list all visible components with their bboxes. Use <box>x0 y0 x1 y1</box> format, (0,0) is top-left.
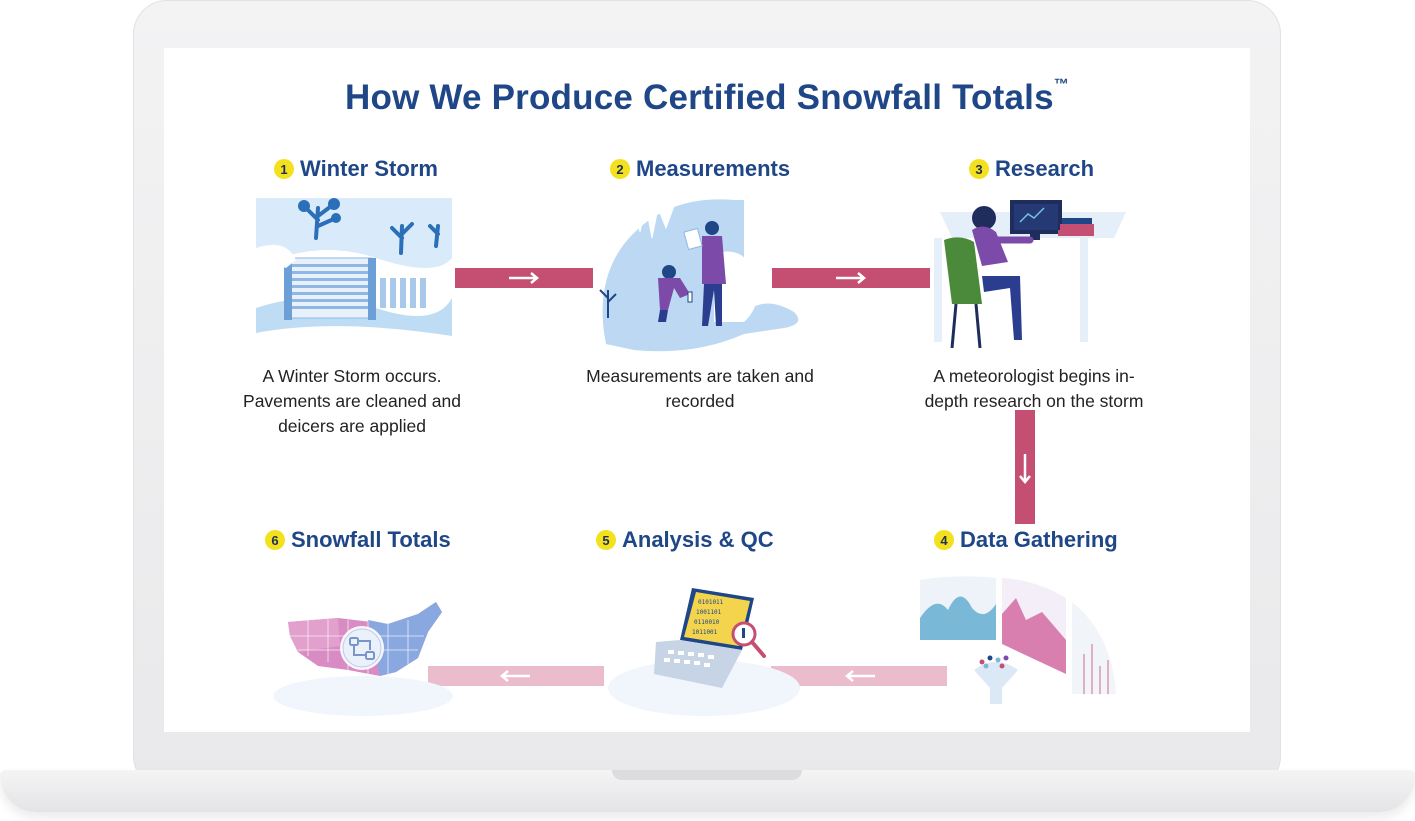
step-1-badge: 1 <box>274 159 294 179</box>
measurements-illustration <box>599 199 799 352</box>
step-4-title: Data Gathering <box>960 527 1118 552</box>
svg-text:0101011: 0101011 <box>698 599 724 606</box>
winter-storm-illustration <box>256 198 452 350</box>
step-3-title: Research <box>995 156 1095 181</box>
snowfall-totals-map-illustration <box>273 602 453 716</box>
svg-text:1011001: 1011001 <box>692 629 718 636</box>
laptop-notch <box>612 770 802 780</box>
laptop-screen: How We Produce Certified Snowfall Totals… <box>164 48 1250 732</box>
step-6-heading: 6 Snowfall Totals <box>265 527 451 553</box>
step-1-heading: 1 Winter Storm <box>274 156 438 182</box>
step-2-heading: 2 Measurements <box>610 156 790 182</box>
svg-text:1001101: 1001101 <box>696 609 722 616</box>
right-arrow-icon <box>455 268 593 288</box>
step-2-title: Measurements <box>636 156 791 181</box>
step-3-description: A meteorologist begins in-depth research… <box>924 366 1144 411</box>
right-arrow-icon <box>772 268 930 288</box>
step-4-badge: 4 <box>934 530 954 550</box>
left-arrow-icon <box>428 666 604 686</box>
step-1-title: Winter Storm <box>300 156 438 181</box>
step-3-heading: 3 Research <box>969 156 1094 182</box>
step-4-heading: 4 Data Gathering <box>934 527 1118 553</box>
trademark-mark: ™ <box>1053 76 1069 93</box>
step-5-title: Analysis & QC <box>622 527 774 552</box>
step-5-heading: 5 Analysis & QC <box>596 527 774 553</box>
diagram-title: How We Produce Certified Snowfall Totals… <box>345 76 1069 117</box>
analysis-qc-illustration: 0101011 1001101 0110010 1011001 <box>608 588 800 716</box>
data-gathering-illustration <box>920 576 1116 704</box>
step-1-description: A Winter Storm occurs. Pavements are cle… <box>243 366 461 436</box>
svg-text:0110010: 0110010 <box>694 619 720 626</box>
left-arrow-icon <box>771 666 947 686</box>
step-2-badge: 2 <box>610 159 630 179</box>
research-illustration <box>934 200 1126 349</box>
step-2-description: Measurements are taken and recorded <box>586 366 814 411</box>
step-6-badge: 6 <box>265 530 285 550</box>
step-3-badge: 3 <box>969 159 989 179</box>
down-arrow-icon <box>1015 410 1035 524</box>
step-5-badge: 5 <box>596 530 616 550</box>
step-6-title: Snowfall Totals <box>291 527 451 552</box>
